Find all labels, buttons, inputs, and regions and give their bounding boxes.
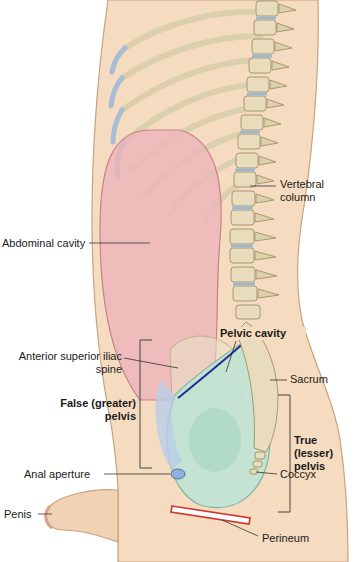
brackets xyxy=(140,340,290,512)
iliac-spine-label: Anterior superior iliac spine xyxy=(10,350,122,376)
vertebral-label: Vertebral column xyxy=(280,178,350,204)
pelvic-cavity-label: Pelvic cavity xyxy=(218,327,306,340)
perineum-band xyxy=(171,506,250,524)
glans xyxy=(46,506,52,528)
false-pelvis-label: False (greater) pelvis xyxy=(40,397,136,423)
spinous-processes xyxy=(255,4,296,298)
coccyx xyxy=(250,452,265,474)
sacrum-label: Sacrum xyxy=(290,373,350,386)
intervertebral-discs xyxy=(231,18,276,284)
pelvic-basin xyxy=(189,408,241,472)
penis-label: Penis xyxy=(4,508,38,521)
sacrum xyxy=(236,322,278,452)
abdominal-label: Abdominal cavity xyxy=(2,237,90,250)
anal-aperture xyxy=(171,469,185,479)
true-pelvis-label: True (lesser) pelvis xyxy=(294,434,352,473)
vertebral-column xyxy=(230,1,278,319)
anal-aperture-label: Anal aperture xyxy=(24,468,104,481)
perineum-label: Perineum xyxy=(262,532,342,545)
coccyx-label: Coccyx xyxy=(280,468,340,481)
false-pelvis-region xyxy=(156,380,182,470)
body-outline xyxy=(92,0,348,562)
penis-shape xyxy=(46,490,118,542)
